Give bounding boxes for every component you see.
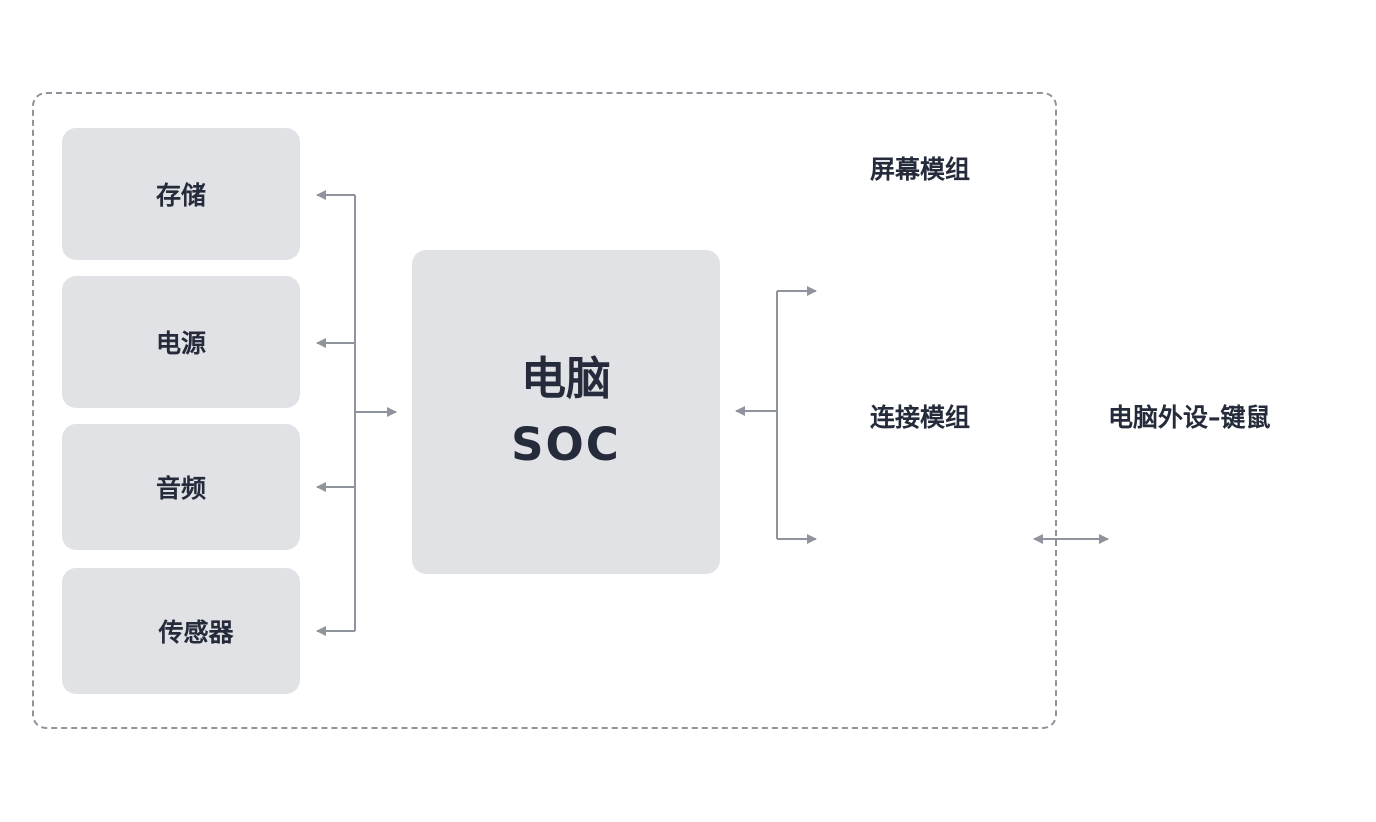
power-module: 电源	[62, 276, 300, 408]
audio-label: 音频	[155, 474, 206, 503]
soc-subtitle: SOC	[511, 418, 621, 471]
power-label: 电源	[155, 329, 206, 358]
peripheral-label: 电脑外设–键鼠	[1108, 403, 1271, 432]
sensor-module: 传感器	[62, 568, 300, 694]
system-boundary	[32, 92, 1057, 729]
soc-title: 电脑	[520, 352, 611, 405]
storage-module: 存储	[62, 128, 300, 260]
soc-block: 电脑 SOC	[412, 250, 720, 574]
sensor-label: 传感器	[158, 618, 234, 647]
screen-module-label: 屏幕模组	[870, 155, 971, 184]
audio-module: 音频	[62, 424, 300, 550]
connect-module-label: 连接模组	[870, 403, 971, 432]
storage-label: 存储	[155, 181, 206, 210]
